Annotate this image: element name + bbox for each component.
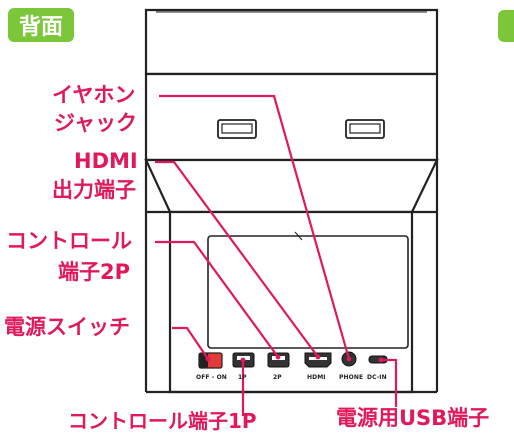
callout-lines [155,94,398,416]
port-label-switch: OFF - ON [196,374,227,381]
label-usb-power: 電源用USB端子 [336,406,490,430]
label-earphone-jack-2: ジャック [54,111,137,135]
port-label-hdmi: HDMI [307,374,326,381]
port-label-1p: 1P [238,374,247,381]
label-power-switch: 電源スイッチ [4,315,130,339]
port-label-2p: 2P [273,374,282,381]
back-side-badge: 背面 [8,8,74,42]
label-hdmi-2: 出力端子 [52,178,136,202]
label-earphone-jack-1: イヤホン [52,83,136,107]
badge-label: 背面 [18,15,63,40]
label-hdmi-1: HDMI [74,149,138,173]
port-label-phone: PHONE [339,374,364,381]
partial-badge [498,10,514,42]
label-controller-2p-1: コントロール [6,229,132,253]
port-label-dcin: DC-IN [367,374,387,381]
recessed-panel [207,235,409,349]
label-controller-1p: コントロール端子1P [68,409,257,433]
label-controller-2p-2: 端子2P [58,260,131,284]
